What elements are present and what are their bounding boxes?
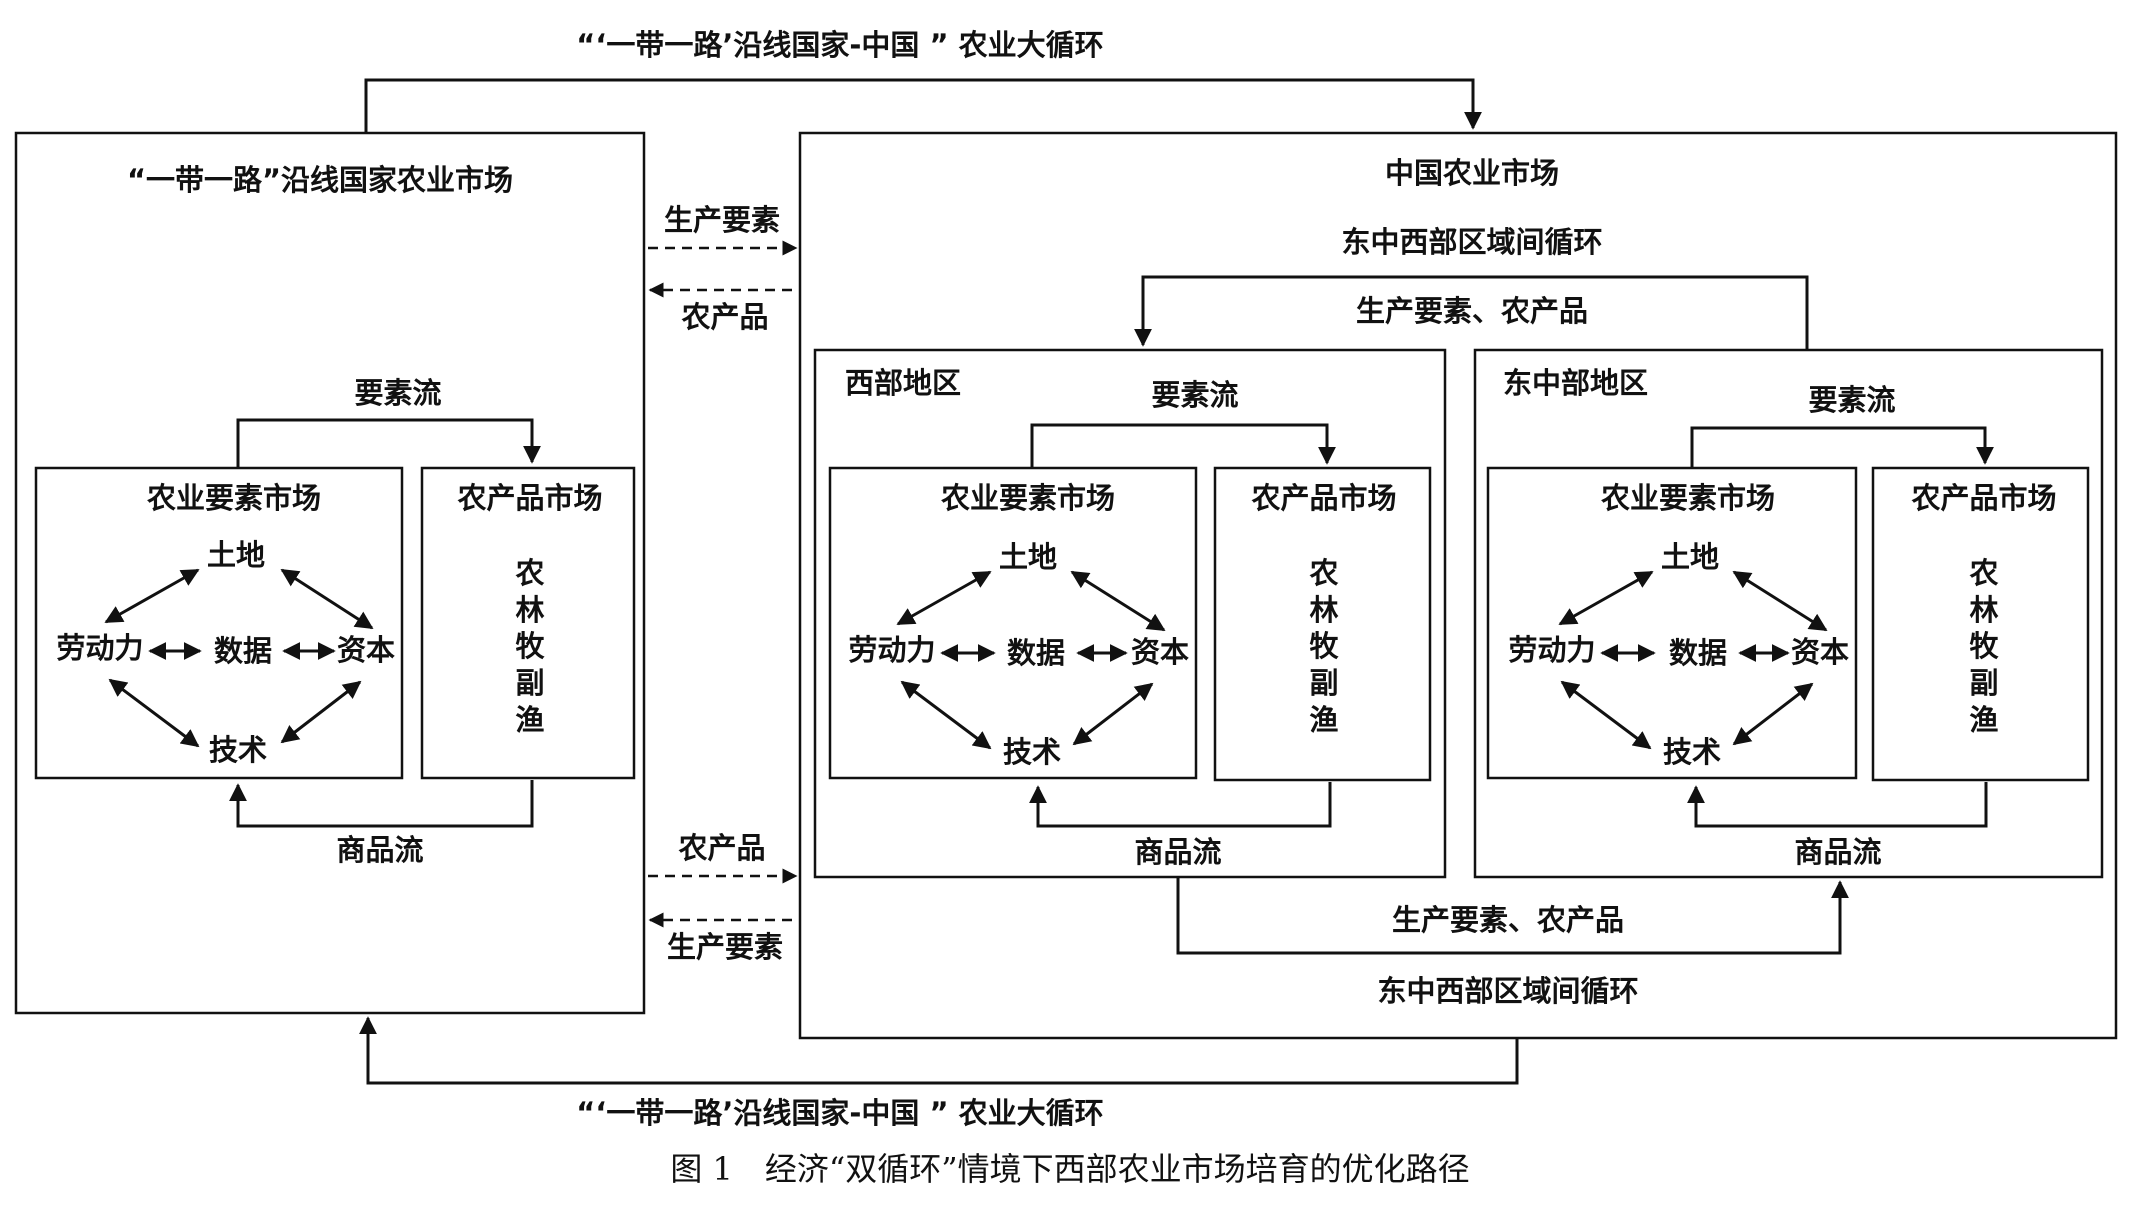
east-central-product-item: 牧 (1969, 629, 1999, 663)
china-inter-region-top-arrow (1134, 275, 1809, 350)
between-top-left-label: 农产品 (680, 300, 768, 334)
brt-node-tech: 技术 (209, 733, 267, 767)
brt-flow-elements-arrow (236, 418, 541, 468)
west-region-box (813, 348, 1447, 879)
east-central-node-tech: 技术 (1663, 735, 1721, 769)
west-product-item: 副 (1309, 666, 1338, 700)
china-market-title: 中国农业市场 (1385, 156, 1559, 190)
between-bottom-right-label: 农产品 (677, 831, 765, 865)
east-central-product-item: 渔 (1969, 703, 1998, 737)
west-flow-elements-label: 要素流 (1151, 378, 1238, 412)
brt-factor-market-title: 农业要素市场 (146, 481, 321, 515)
east-central-node-data: 数据 (1669, 636, 1727, 670)
brt-flow-goods-arrow (229, 780, 534, 828)
east-central-flow-elements-arrow (1690, 426, 1994, 468)
east-central-product-items: 农 林 牧 副 渔 (1968, 556, 1999, 737)
west-node-tech: 技术 (1003, 735, 1061, 769)
west-product-item: 林 (1309, 593, 1338, 627)
east-central-product-item: 农 (1968, 556, 1998, 590)
east-central-product-item: 林 (1969, 593, 1998, 627)
china-inter-region-bottom-arrow (1176, 877, 1849, 955)
top-loop-label: “‘一带一路’沿线国家-中国 ” 农业大循环 (576, 28, 1103, 62)
east-central-node-land: 土地 (1661, 540, 1719, 574)
bottom-loop-label: “‘一带一路’沿线国家-中国 ” 农业大循环 (576, 1096, 1103, 1130)
west-node-capital: 资本 (1131, 635, 1189, 669)
brt-product-items: 农 林 牧 副 渔 (514, 556, 545, 737)
west-product-market-title: 农产品市场 (1250, 481, 1396, 515)
east-central-product-market-title: 农产品市场 (1910, 481, 2056, 515)
brt-factor-market-box (34, 466, 404, 780)
brt-product-market-title: 农产品市场 (456, 481, 602, 515)
west-factor-market-box (828, 466, 1198, 780)
china-inter-region-flow-top: 生产要素、农产品 (1356, 294, 1588, 328)
east-central-factor-market-box (1486, 466, 1858, 780)
china-market-box (798, 131, 2118, 1040)
brt-product-market-box (420, 466, 636, 780)
china-inter-region-loop-top: 东中西部区域间循环 (1341, 225, 1602, 259)
bottom-loop-arrow (359, 1016, 1519, 1085)
brt-market-title: “一带一路”沿线国家农业市场 (127, 163, 513, 197)
brt-node-data: 数据 (214, 634, 272, 668)
east-central-flow-elements-label: 要素流 (1808, 383, 1895, 417)
brt-node-labor: 劳动力 (56, 631, 143, 665)
top-loop-arrow (364, 78, 1482, 133)
brt-node-capital: 资本 (337, 633, 395, 667)
west-product-item: 农 (1308, 556, 1338, 590)
east-central-factor-market-title: 农业要素市场 (1600, 481, 1775, 515)
brt-factor-arrows (104, 568, 374, 748)
east-central-factor-arrows (1558, 570, 1828, 750)
east-central-node-labor: 劳动力 (1508, 633, 1595, 667)
east-central-flow-goods-arrow (1687, 782, 1988, 828)
brt-market-box (14, 131, 646, 1015)
west-node-labor: 劳动力 (848, 633, 935, 667)
west-node-land: 土地 (999, 540, 1057, 574)
west-node-data: 数据 (1007, 636, 1065, 670)
brt-flow-goods-label: 商品流 (336, 833, 423, 867)
brt-product-item: 农 (514, 556, 544, 590)
west-flow-elements-arrow (1030, 423, 1336, 468)
brt-node-land: 土地 (207, 538, 265, 572)
west-product-item: 渔 (1309, 703, 1338, 737)
west-flow-goods-label: 商品流 (1134, 835, 1221, 869)
east-central-product-market-box (1871, 466, 2090, 782)
east-central-region-box (1473, 348, 2104, 879)
east-central-flow-goods-label: 商品流 (1794, 835, 1881, 869)
figure-caption: 图 1 经济“双循环”情境下西部农业市场培育的优化路径 (670, 1150, 1469, 1188)
west-product-market-box (1213, 466, 1432, 782)
west-factor-arrows (896, 570, 1166, 750)
west-region-title: 西部地区 (845, 366, 961, 400)
brt-product-item: 副 (515, 666, 544, 700)
east-central-product-item: 副 (1969, 666, 1998, 700)
east-central-region-title: 东中部地区 (1503, 366, 1648, 400)
between-bottom-left-label: 生产要素 (667, 930, 783, 964)
brt-product-item: 林 (515, 593, 544, 627)
china-inter-region-loop-bottom: 东中西部区域间循环 (1377, 974, 1638, 1008)
west-factor-market-title: 农业要素市场 (940, 481, 1115, 515)
between-top-right-label: 生产要素 (664, 203, 780, 237)
brt-product-item: 渔 (515, 703, 544, 737)
west-product-item: 牧 (1309, 629, 1339, 663)
east-central-node-capital: 资本 (1791, 635, 1849, 669)
brt-flow-elements-label: 要素流 (354, 376, 441, 410)
china-inter-region-flow-bottom: 生产要素、农产品 (1392, 903, 1624, 937)
west-flow-goods-arrow (1029, 782, 1332, 828)
brt-product-item: 牧 (515, 629, 545, 663)
west-product-items: 农 林 牧 副 渔 (1308, 556, 1339, 737)
